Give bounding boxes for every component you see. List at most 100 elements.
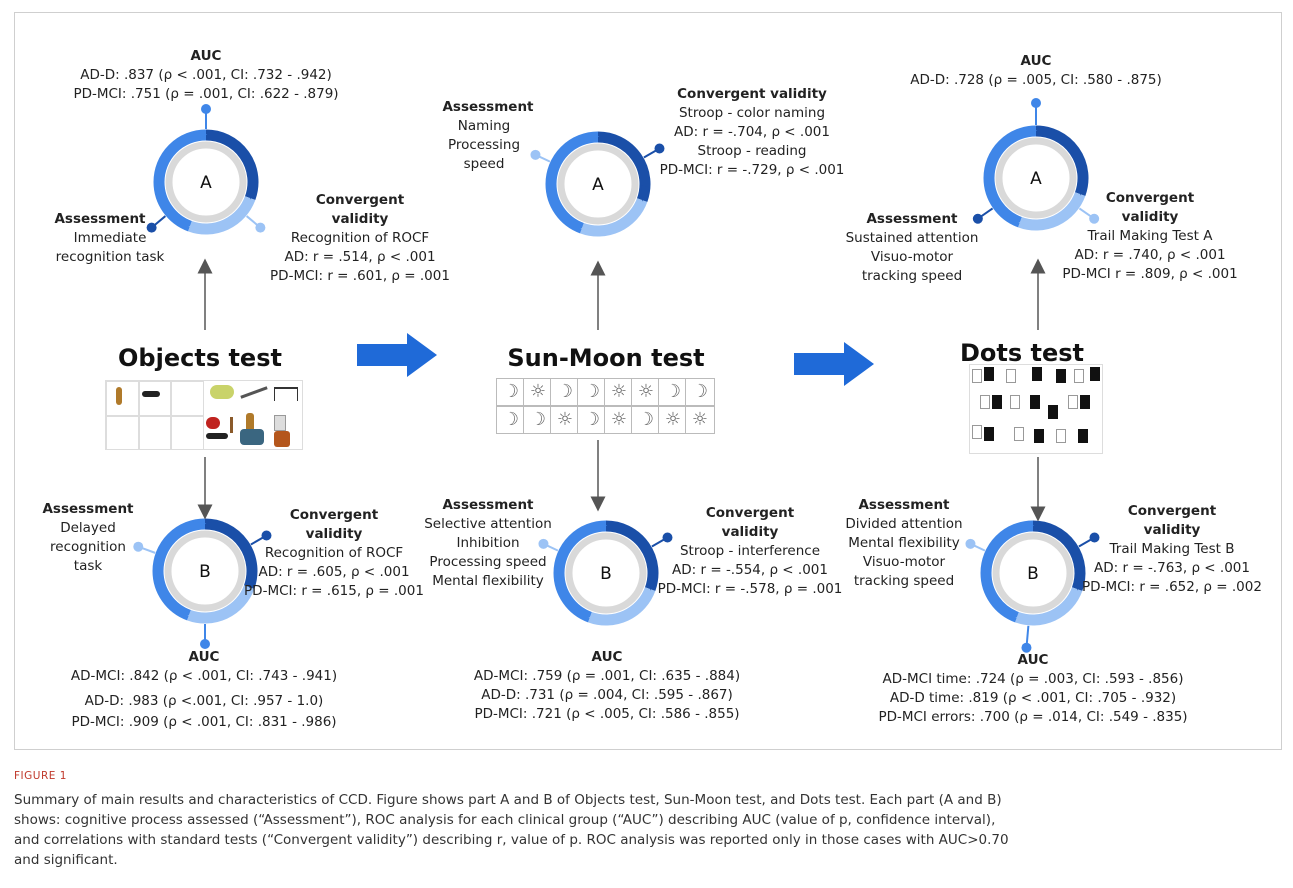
hanger-icon xyxy=(274,387,298,401)
caption-line-4: and significant. xyxy=(14,852,118,868)
sunmoon-b-assessment-line-1: Selective attention xyxy=(424,516,552,532)
pin-dot-2 xyxy=(146,222,157,233)
objects-test-title: Objects test xyxy=(118,344,282,372)
dots-b-auc-line-2: AD-D time: .819 (ρ < .001, CI: .705 - .9… xyxy=(889,690,1177,706)
dots-a-assessment-line-3: tracking speed xyxy=(861,268,963,284)
dots-a-validity-line-2: AD: r = .740, ρ < .001 xyxy=(1074,247,1226,263)
dots-b-assessment-line-2: Mental flexibility xyxy=(848,535,960,551)
pin-dot-12 xyxy=(972,213,983,224)
dots-a-ring-inner xyxy=(995,137,1077,219)
key-icon-2 xyxy=(206,433,228,439)
pin-dot-14 xyxy=(1021,642,1032,653)
sunmoon-a-validity-title: Convergent validity xyxy=(677,86,827,102)
moon-icon: ☽ xyxy=(658,378,688,406)
dot-card-17 xyxy=(1014,427,1024,441)
objects-a-auc-line-1: AD-D: .837 (ρ < .001, CI: .732 - .942) xyxy=(80,67,332,83)
dots-b-assessment-title: Assessment xyxy=(858,497,950,513)
dots-a-validity-title-1: Convergent xyxy=(1105,190,1195,206)
dots-b-ring-chevron-1 xyxy=(1018,523,1035,532)
dot-card-8 xyxy=(980,395,990,409)
dots-a-ring-chevron-3 xyxy=(1018,221,1035,230)
pin-dot-5 xyxy=(133,541,144,552)
objects-b-auc-line-2: AD-D: .983 (ρ <.001, CI: .957 - 1.0) xyxy=(84,693,324,709)
objects-b-ring-label: B xyxy=(199,562,211,582)
dots-b-validity-title-1: Convergent xyxy=(1127,503,1217,519)
sunmoon-test-title: Sun-Moon test xyxy=(507,344,705,372)
objects-a-ring-chevron-2 xyxy=(249,183,258,200)
pin-dot-16 xyxy=(1089,532,1100,543)
sunmoon-a-validity-line-1: Stroop - color naming xyxy=(678,105,826,121)
objects-b-validity-title-2: validity xyxy=(305,526,363,542)
right-arrow-2 xyxy=(794,342,874,386)
dot-card-1 xyxy=(972,369,982,383)
sunmoon-a-ring-chevron-1 xyxy=(583,134,600,143)
pin-dot-11 xyxy=(1031,98,1041,108)
grapes-icon xyxy=(210,385,234,399)
sunmoon-b-auc-line-3: PD-MCI: .721 (ρ < .005, CI: .586 - .855) xyxy=(474,706,740,722)
dots-b-ring-chevron-2 xyxy=(1076,574,1085,591)
objects-a-auc-line-2: PD-MCI: .751 (ρ = .001, CI: .622 - .879) xyxy=(73,86,339,102)
sunmoon-b-auc-line-2: AD-D: .731 (ρ = .004, CI: .595 - .867) xyxy=(481,687,733,703)
figure-caption: Summary of main results and characterist… xyxy=(14,790,1274,870)
dots-b-validity-line-1: Trail Making Test B xyxy=(1109,541,1235,557)
sun-icon: ☼ xyxy=(658,406,688,434)
caption-line-3: and correlations with standard tests (“C… xyxy=(14,832,1009,848)
sunmoon-a-assessment-line-3: speed xyxy=(463,156,505,172)
pin-dot-10 xyxy=(538,538,549,549)
pin-dot-13 xyxy=(1089,213,1100,224)
pillow-icon xyxy=(240,429,264,445)
objects-b-auc-line-1: AD-MCI: .842 (ρ < .001, CI: .743 - .941) xyxy=(70,668,338,684)
dots-a-ring-chevron-4 xyxy=(986,176,995,193)
objects-a-ring: A xyxy=(153,129,259,235)
sunmoon-b-validity-line-3: PD-MCI: r = -.578, ρ = .001 xyxy=(657,581,843,597)
objects-a-validity-line-1: Recognition of ROCF xyxy=(290,230,430,246)
dots-a-ring-chevron-1 xyxy=(1021,128,1038,137)
moon-icon: ☽ xyxy=(577,378,607,406)
objects-b-validity-line-3: PD-MCI: r = .615, ρ = .001 xyxy=(244,583,424,599)
dots-test-thumbnail xyxy=(969,364,1103,454)
sunmoon-b-assessment-line-2: Inhibition xyxy=(456,535,520,551)
sunmoon-a-ring-chevron-4 xyxy=(548,182,557,199)
objects-a-assessment-title: Assessment xyxy=(54,211,146,227)
sunmoon-a-ring-label: A xyxy=(592,175,604,195)
sunmoon-b-validity-title-2: validity xyxy=(721,524,779,540)
sunmoon-a-ring-chevron-3 xyxy=(580,227,597,236)
sun-icon: ☼ xyxy=(550,406,580,434)
sunmoon-b-ring-chevron-3 xyxy=(588,616,605,625)
sun-icon: ☼ xyxy=(685,406,715,434)
pin-dot-15 xyxy=(965,538,976,549)
dot-card-20 xyxy=(1078,429,1088,443)
dot-card-5 xyxy=(1056,369,1066,383)
sun-icon: ☼ xyxy=(523,378,553,406)
dots-test-title: Dots test xyxy=(959,339,1085,367)
dots-b-assessment-line-4: tracking speed xyxy=(853,573,955,589)
sunmoon-b-ring-chevron-1 xyxy=(591,523,608,532)
figure-frame xyxy=(14,12,1282,750)
dots-b-ring-chevron-3 xyxy=(1015,616,1032,625)
dots-a-assessment-line-2: Visuo-motor xyxy=(870,249,954,265)
dot-card-16 xyxy=(984,427,994,441)
sunmoon-a-validity-line-4: PD-MCI: r = -.729, ρ < .001 xyxy=(659,162,845,178)
objects-a-validity-title-1: Convergent xyxy=(315,192,405,208)
moon-icon: ☽ xyxy=(631,406,661,434)
dots-a-ring-chevron-2 xyxy=(1079,179,1088,196)
sunmoon-a-ring: A xyxy=(545,131,651,237)
pin-dot-3 xyxy=(255,222,266,233)
jar-icon xyxy=(274,431,290,447)
objects-b-assessment-line-2: recognition xyxy=(50,539,126,555)
objects-b-ring: B xyxy=(152,518,258,624)
sunmoon-b-assessment-line-4: Mental flexibility xyxy=(432,573,544,589)
cup-icon xyxy=(274,415,286,431)
objects-b-ring-chevron-2 xyxy=(248,572,257,589)
sunmoon-b-ring-label: B xyxy=(600,564,612,584)
apple-icon xyxy=(206,417,220,429)
dots-b-ring-label: B xyxy=(1027,564,1039,584)
pineapple-icon xyxy=(116,387,122,405)
dots-a-ring: A xyxy=(983,125,1089,231)
sun-icon: ☼ xyxy=(604,378,634,406)
key-icon xyxy=(142,391,160,397)
objects-a-validity-title-2: validity xyxy=(331,211,389,227)
dots-b-ring-chevron-4 xyxy=(983,571,992,588)
dot-card-15 xyxy=(972,425,982,439)
